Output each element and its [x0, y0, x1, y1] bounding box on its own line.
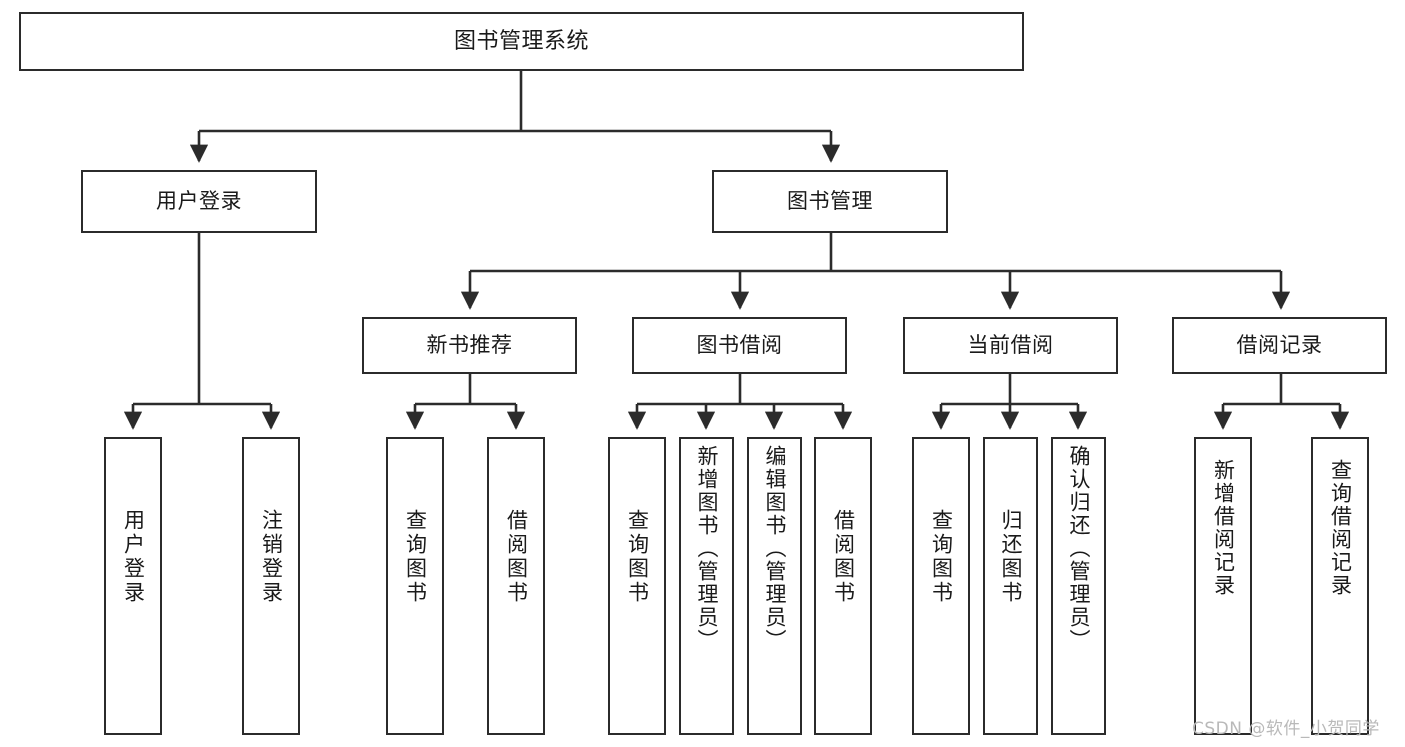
node-user-login-label: 用户登录 — [156, 189, 242, 214]
leaf-query-book-3[interactable]: 查询图书 — [912, 437, 970, 735]
leaf-borrow-book-2[interactable]: 借阅图书 — [814, 437, 872, 735]
leaf-edit-book-admin[interactable]: 编辑图书（管理员） — [747, 437, 802, 735]
node-new-book-recommend-label: 新书推荐 — [426, 333, 513, 358]
leaf-confirm-return-admin-label: 确认归还（管理员） — [1067, 445, 1091, 652]
node-borrow-record[interactable]: 借阅记录 — [1172, 317, 1387, 374]
leaf-borrow-book-2-label: 借阅图书 — [831, 509, 856, 605]
node-user-login[interactable]: 用户登录 — [81, 170, 317, 233]
leaf-query-book-2-label: 查询图书 — [625, 509, 650, 605]
leaf-return-book-label: 归还图书 — [999, 509, 1023, 605]
leaf-add-borrow-record-label: 新增借阅记录 — [1211, 459, 1236, 597]
leaf-add-book-admin-label: 新增图书（管理员） — [695, 445, 719, 652]
node-root-label: 图书管理系统 — [453, 28, 589, 54]
leaf-confirm-return-admin[interactable]: 确认归还（管理员） — [1051, 437, 1106, 735]
node-current-borrow[interactable]: 当前借阅 — [903, 317, 1118, 374]
leaf-query-book-1-label: 查询图书 — [403, 509, 428, 605]
node-book-borrow[interactable]: 图书借阅 — [632, 317, 847, 374]
node-new-book-recommend[interactable]: 新书推荐 — [362, 317, 577, 374]
node-book-manage[interactable]: 图书管理 — [712, 170, 948, 233]
leaf-borrow-book-1[interactable]: 借阅图书 — [487, 437, 545, 735]
leaf-add-book-admin[interactable]: 新增图书（管理员） — [679, 437, 734, 735]
node-root[interactable]: 图书管理系统 — [19, 12, 1024, 71]
leaf-user-login[interactable]: 用户登录 — [104, 437, 162, 735]
csdn-watermark: CSDN @软件_小贺同学 — [1192, 719, 1380, 739]
node-current-borrow-label: 当前借阅 — [967, 333, 1054, 358]
leaf-query-borrow-record-label: 查询借阅记录 — [1328, 459, 1353, 597]
leaf-borrow-book-1-label: 借阅图书 — [504, 509, 529, 605]
leaf-query-book-3-label: 查询图书 — [929, 509, 954, 605]
leaf-query-book-1[interactable]: 查询图书 — [386, 437, 444, 735]
leaf-logout-login[interactable]: 注销登录 — [242, 437, 300, 735]
leaf-add-borrow-record[interactable]: 新增借阅记录 — [1194, 437, 1252, 735]
node-book-borrow-label: 图书借阅 — [696, 333, 783, 358]
leaf-query-borrow-record[interactable]: 查询借阅记录 — [1311, 437, 1369, 735]
leaf-user-login-label: 用户登录 — [121, 509, 146, 605]
node-borrow-record-label: 借阅记录 — [1236, 333, 1323, 358]
leaf-edit-book-admin-label: 编辑图书（管理员） — [763, 445, 787, 652]
leaf-return-book[interactable]: 归还图书 — [983, 437, 1038, 735]
node-book-manage-label: 图书管理 — [787, 189, 873, 214]
leaf-logout-login-label: 注销登录 — [259, 509, 284, 605]
leaf-query-book-2[interactable]: 查询图书 — [608, 437, 666, 735]
